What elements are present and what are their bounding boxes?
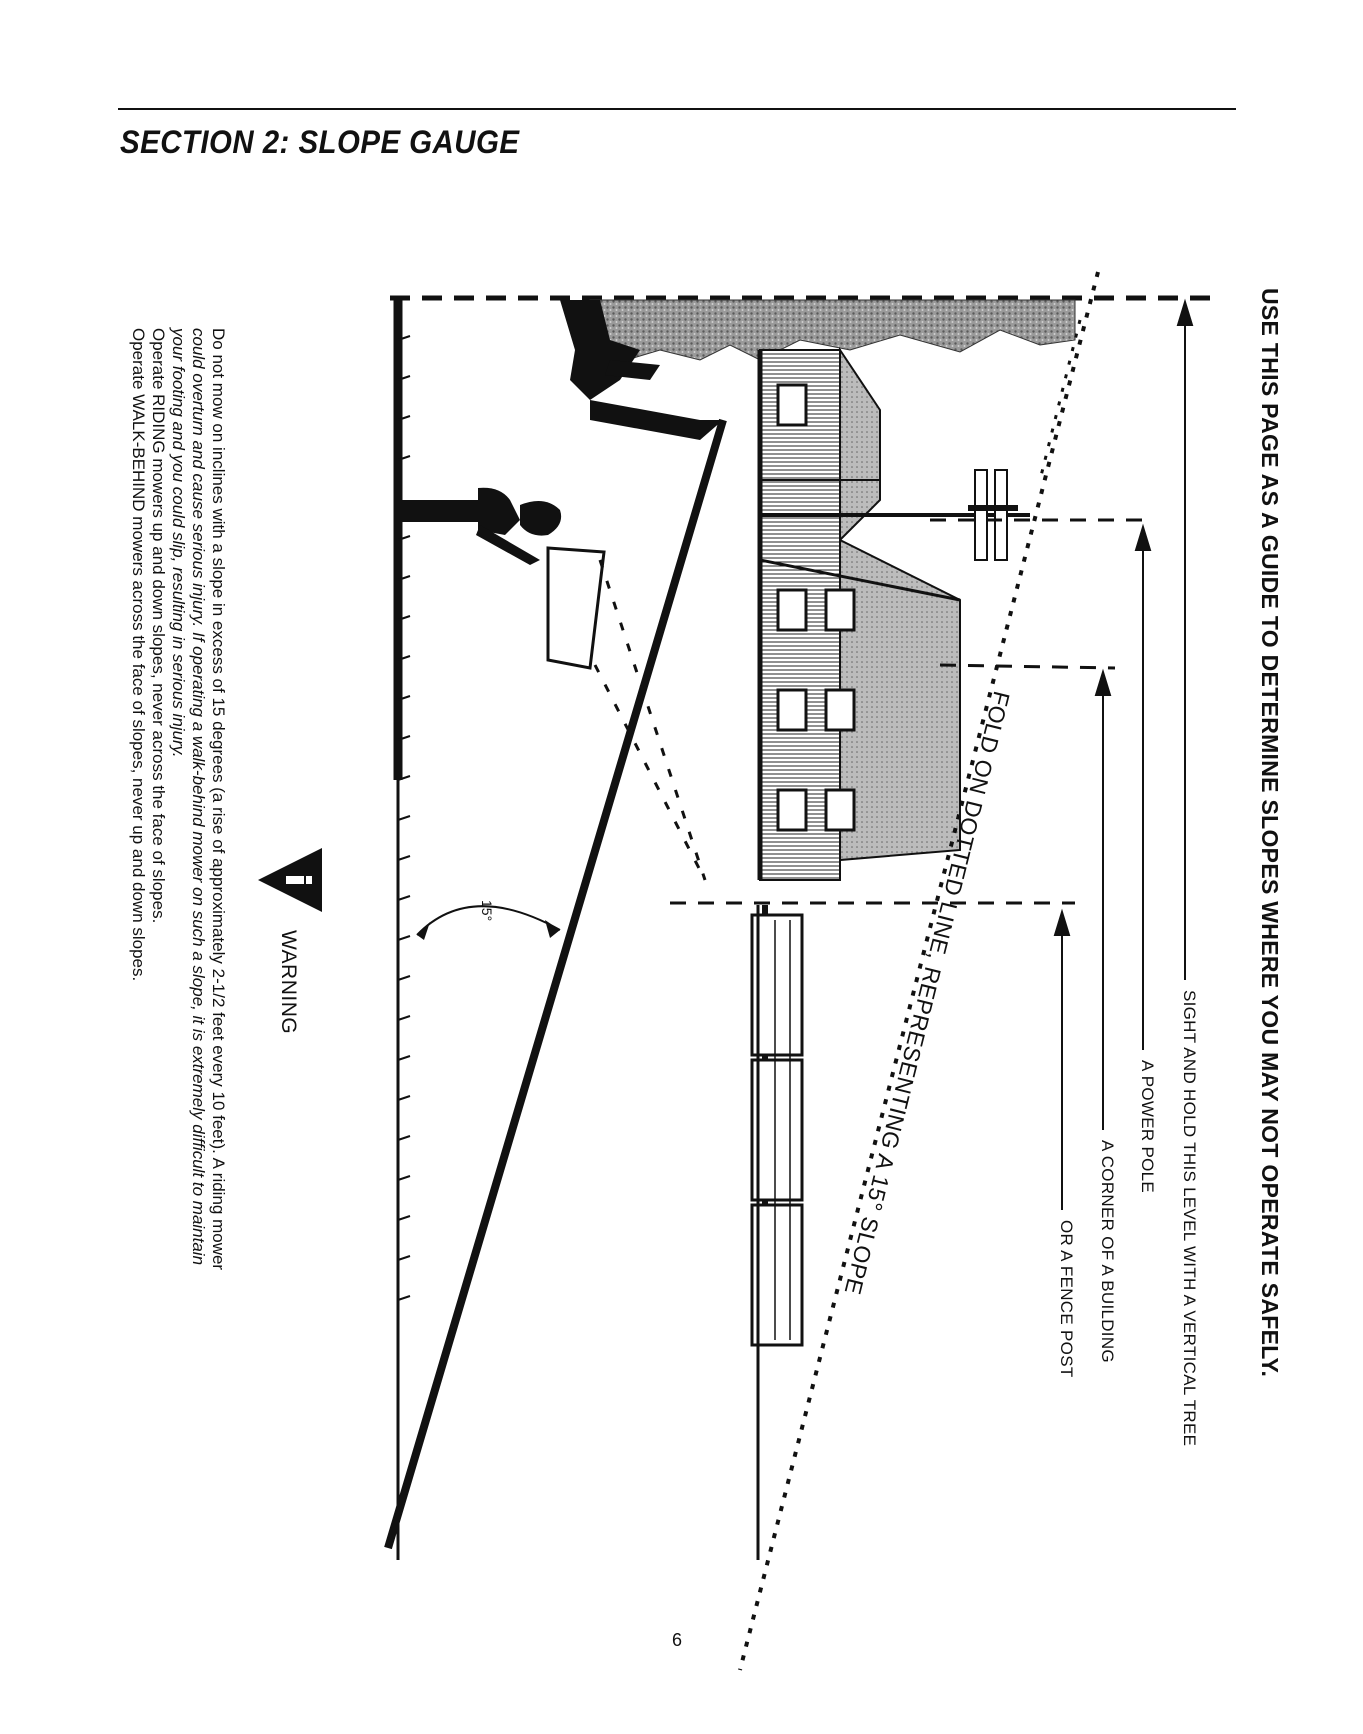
angle-arc [416, 905, 561, 936]
warning-line: could overturn and cause serious injury.… [189, 328, 208, 1266]
power-pole [760, 469, 1030, 561]
gauge-headline: USE THIS PAGE AS A GUIDE TO DETERMINE SL… [1257, 288, 1283, 1378]
sight-label-fence: OR A FENCE POST [1057, 1220, 1076, 1378]
page-number: 6 [672, 1630, 683, 1650]
fold-dotted-line [738, 271, 1100, 1671]
building-level-line [939, 663, 1116, 670]
header-rule [118, 108, 1236, 110]
warning-text: Do not mow on inclines with a slope in e… [128, 328, 228, 1270]
warning-line: Do not mow on inclines with a slope in e… [209, 328, 228, 1271]
house-drawing [757, 346, 961, 881]
person-silhouette [398, 487, 606, 670]
warning-line: Operate WALK-BEHIND mowers across the fa… [129, 328, 148, 982]
warning-line: your footing and you could slip, resulti… [169, 328, 188, 758]
section-title: SECTION 2: SLOPE GAUGE [120, 124, 520, 160]
sight-label-tree: SIGHT AND HOLD THIS LEVEL WITH A VERTICA… [1180, 990, 1199, 1447]
warning-line: Operate RIDING mowers up and down slopes… [149, 328, 168, 924]
warning-heading: WARNING [277, 930, 300, 1035]
warning-triangle-icon [258, 848, 322, 912]
fence-drawing [750, 905, 804, 1560]
sight-arrows [1053, 298, 1194, 1210]
ground-diagonal [384, 418, 727, 1550]
angle-label: 15° [479, 900, 495, 922]
tree-foliage [589, 299, 1076, 363]
sight-label-pole: A POWER POLE [1138, 1060, 1157, 1194]
sight-label-building: A CORNER OF A BUILDING [1098, 1140, 1117, 1363]
